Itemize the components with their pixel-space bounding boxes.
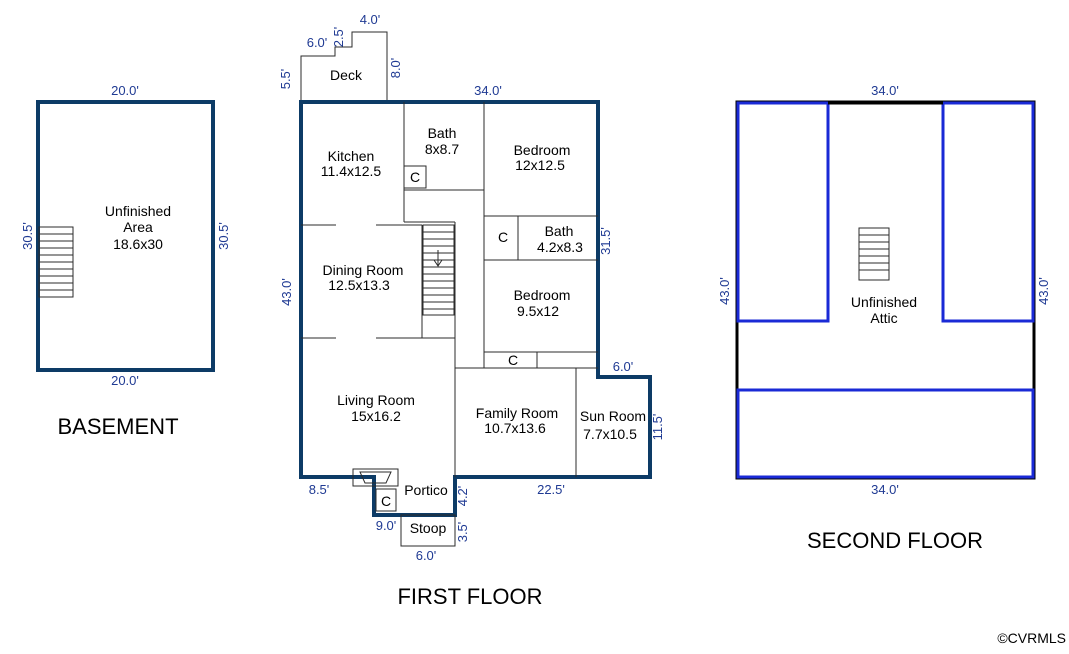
attic-room-name: Unfinished — [851, 294, 917, 310]
basement-plan: Unfinished Area 18.6x30 20.0' 20.0' 30.5… — [20, 83, 231, 439]
deck-label: Deck — [330, 67, 363, 83]
deck-outline — [300, 31, 388, 102]
portico-closet — [375, 488, 397, 512]
attic-eave-left — [736, 101, 830, 323]
dim-deck-right: 8.0' — [388, 58, 403, 79]
bath1-label: Bath — [428, 125, 457, 141]
dim-stoop-left: 9.0' — [376, 518, 397, 533]
kitchen-closet — [403, 165, 427, 189]
bedroom1-label: Bedroom — [514, 142, 571, 158]
stoop-outline — [400, 514, 456, 547]
first-floor-title: FIRST FLOOR — [397, 584, 542, 609]
basement-title: BASEMENT — [57, 414, 178, 439]
dim-deck-step: 2.5' — [331, 27, 346, 48]
bedroom2-label: Bedroom — [514, 287, 571, 303]
dim-deck-top: 6.0' — [307, 35, 328, 50]
second-dim-top: 34.0' — [871, 83, 899, 98]
bedroom2-size: 9.5x12 — [517, 303, 559, 319]
family-label: Family Room — [476, 405, 558, 421]
closet-label-4: C — [381, 493, 391, 509]
second-dim-right: 43.0' — [1036, 277, 1051, 305]
second-floor-title: SECOND FLOOR — [807, 528, 983, 553]
portico-label: Portico — [404, 482, 448, 498]
sun-size: 7.7x10.5 — [583, 426, 637, 442]
attic-eave-right — [941, 101, 1035, 323]
basement-stairs — [38, 226, 74, 298]
interior-walls — [301, 102, 598, 477]
bath2-label: Bath — [545, 223, 574, 239]
basement-dim-left: 30.5' — [20, 222, 35, 250]
dim-first-right: 31.5' — [598, 227, 613, 255]
attic-eave-bottom — [736, 388, 1035, 479]
second-dim-left: 43.0' — [717, 277, 732, 305]
living-size: 15x16.2 — [351, 408, 401, 424]
basement-dim-bottom: 20.0' — [111, 373, 139, 388]
basement-room-name-2: Area — [123, 219, 153, 235]
dim-portico: 4.2' — [455, 486, 470, 507]
watermark: ©CVRMLS — [997, 630, 1066, 646]
dim-stoop-right: 3.5' — [455, 522, 470, 543]
bedroom1-size: 12x12.5 — [515, 157, 565, 173]
basement-room-name: Unfinished — [105, 203, 171, 219]
stoop-label: Stoop — [410, 520, 447, 536]
dim-sun-right: 11.5' — [650, 414, 665, 441]
dining-label: Dining Room — [323, 262, 404, 278]
closet-label-2: C — [498, 229, 508, 245]
kitchen-size: 11.4x12.5 — [321, 163, 382, 179]
living-label: Living Room — [337, 392, 415, 408]
basement-dim-right: 30.5' — [216, 222, 231, 250]
dim-deck-left: 5.5' — [278, 69, 293, 90]
family-size: 10.7x13.6 — [484, 420, 546, 436]
dim-sun-top: 6.0' — [613, 359, 634, 374]
dim-stoop-bottom: 6.0' — [416, 548, 437, 563]
dim-bottom-left: 8.5' — [309, 482, 330, 497]
dim-deck-top2: 4.0' — [360, 12, 381, 27]
first-floor-stairs — [422, 224, 455, 316]
closet-label-1: C — [410, 169, 420, 185]
attic-room-name-2: Attic — [870, 310, 897, 326]
closet-label-3: C — [508, 352, 518, 368]
second-floor-plan: Unfinished Attic 34.0' 34.0' 43.0' 43.0'… — [717, 83, 1051, 553]
first-floor-plan: Deck C C C C — [278, 12, 665, 609]
bath2-size: 4.2x8.3 — [537, 239, 583, 255]
basement-outline — [36, 100, 215, 372]
dim-first-top: 34.0' — [474, 83, 502, 98]
second-floor-outline — [735, 100, 1036, 480]
dim-bottom-right: 22.5' — [537, 482, 565, 497]
fireplace — [352, 468, 399, 487]
dining-size: 12.5x13.3 — [328, 277, 390, 293]
dim-first-left: 43.0' — [279, 278, 294, 306]
second-dim-bottom: 34.0' — [871, 482, 899, 497]
basement-room-size: 18.6x30 — [113, 236, 163, 252]
basement-dim-top: 20.0' — [111, 83, 139, 98]
sun-label: Sun Room — [580, 408, 646, 424]
bath1-size: 8x8.7 — [425, 141, 459, 157]
kitchen-label: Kitchen — [328, 148, 375, 164]
second-floor-stairs — [858, 227, 890, 281]
